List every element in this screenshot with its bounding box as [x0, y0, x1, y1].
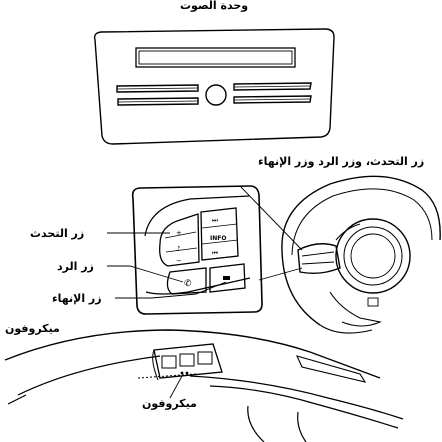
audio-button [233, 95, 312, 104]
label-leaders [107, 232, 227, 299]
audio-button [116, 84, 199, 93]
microphone-holes [180, 371, 189, 375]
audio-button [233, 82, 312, 91]
talk-button-label: زر التحدث [30, 227, 85, 240]
info-button-label: INFO [210, 235, 226, 242]
audio-unit-faceplate [93, 28, 335, 145]
end-button-leader [115, 281, 227, 299]
audio-unit-display [135, 47, 296, 68]
microphone-callout-label: ميكروفون [142, 397, 197, 410]
audio-volume-knob [205, 84, 227, 106]
phone-hangup-icon [223, 276, 230, 280]
answer-button-leader [107, 265, 184, 283]
volume-plus-icon: + [176, 229, 182, 237]
audio-unit-illustration [93, 28, 335, 145]
answer-button-label: زر الرد [57, 260, 94, 273]
controls-title: زر التحدث، وزر الرد وزر الإنهاء [258, 155, 425, 168]
volume-minus-icon: − [176, 257, 182, 265]
microphone-console [153, 343, 223, 379]
steering-wheel-hub [335, 218, 411, 294]
end-call-button [209, 263, 246, 293]
seek-down-icon: ⏮ [212, 249, 218, 257]
talk-icon: ♪ [176, 245, 180, 253]
overhead-console-illustration [4, 329, 404, 442]
microphone-leader [169, 375, 183, 399]
steering-wheel-rim [281, 175, 441, 251]
switch-glyphs: + ♪ − ⏭ ⏮ ✆ [176, 216, 230, 289]
zoom-frame [131, 185, 263, 315]
end-button-label: زر الإنهاء [52, 292, 102, 305]
zoom-leader-line [239, 185, 303, 251]
steering-wheel-illustration [281, 175, 441, 334]
zoom-leader-line [258, 267, 303, 281]
microphone-icon [185, 371, 189, 375]
media-switch-block [200, 207, 239, 261]
microphone-title: ميكروفون [5, 322, 60, 335]
seek-up-icon: ⏭ [212, 216, 218, 224]
phone-pickup-icon: ✆ [184, 279, 192, 289]
audio-button [117, 97, 199, 106]
microphone-icon [180, 371, 184, 375]
audio-unit-title: وحدة الصوت [180, 0, 249, 12]
